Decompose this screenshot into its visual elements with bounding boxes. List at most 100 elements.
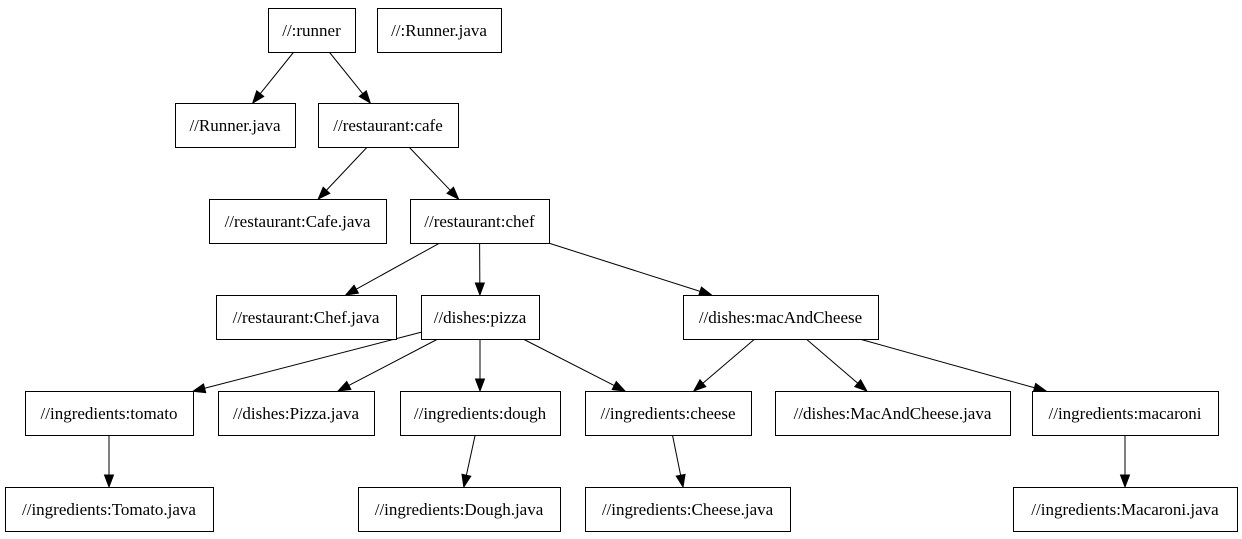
node-label: //ingredients:Cheese.java: [602, 500, 774, 519]
node-label: //Runner.java: [189, 116, 281, 135]
node-box: [585, 391, 752, 436]
arrowhead-icon: [358, 89, 372, 105]
edge-line: [805, 338, 859, 384]
edge-ingredients-cheese-to-ingredients-cheese-java: [671, 434, 686, 489]
node-label: //ingredients:Tomato.java: [22, 500, 196, 519]
node-restaurant-chef-java: //restaurant:Chef.java: [216, 295, 397, 340]
arrowhead-icon: [675, 473, 686, 489]
arrowhead-icon: [103, 474, 115, 489]
node-root-runner-java: //:Runner.java: [377, 8, 502, 53]
node-box: [377, 8, 502, 53]
edge-line: [356, 242, 440, 290]
edge-line: [348, 338, 439, 386]
node-box: [209, 199, 387, 244]
node-box: [683, 295, 879, 340]
node-ingredients-cheese-java: //ingredients:Cheese.java: [585, 487, 791, 532]
node-label: //dishes:macAndCheese: [699, 308, 862, 327]
edge-dishes-pizza-to-ingredients-cheese: [522, 338, 627, 392]
node-box: [318, 103, 459, 148]
edge-ingredients-tomato-to-ingredients-tomato-java: [103, 435, 115, 489]
edge-line: [522, 338, 615, 386]
edge-restaurant-chef-to-dishes-pizza: [474, 242, 486, 297]
edge-line: [259, 51, 295, 94]
arrowhead-icon: [461, 473, 472, 489]
node-label: //:runner: [282, 21, 341, 40]
edge-restaurant-chef-to-dishes-macandcheese: [548, 242, 713, 297]
edge-line: [465, 434, 476, 476]
edge-line: [408, 146, 451, 191]
edge-runner-to-restaurant-cafe: [328, 51, 372, 105]
node-label: //:Runner.java: [391, 21, 487, 40]
node-box: [358, 487, 561, 532]
node-ingredients-macaroni: //ingredients:macaroni: [1032, 391, 1219, 436]
edge-dishes-macandcheese-to-dishes-macandcheese-java: [805, 338, 868, 392]
arrowhead-icon: [344, 284, 360, 296]
node-ingredients-cheese: //ingredients:cheese: [585, 391, 752, 436]
edge-line: [328, 51, 364, 94]
arrowhead-icon: [611, 380, 627, 392]
edge-line: [671, 434, 682, 476]
edge-dishes-macandcheese-to-ingredients-cheese: [692, 338, 756, 392]
node-label: //ingredients:Dough.java: [375, 500, 544, 519]
node-label: //ingredients:macaroni: [1049, 404, 1202, 423]
node-ingredients-dough-java: //ingredients:Dough.java: [358, 487, 561, 532]
edge-line: [702, 338, 756, 384]
node-box: [775, 391, 1011, 436]
node-label: //restaurant:Chef.java: [233, 308, 380, 327]
edge-runner-to-runner-java: [251, 51, 295, 105]
edge-line: [326, 146, 368, 191]
arrowhead-icon: [446, 186, 460, 201]
edge-ingredients-dough-to-ingredients-dough-java: [461, 434, 476, 489]
node-label: //restaurant:Cafe.java: [225, 212, 371, 231]
edge-dishes-pizza-to-ingredients-dough: [474, 339, 486, 393]
arrowhead-icon: [251, 89, 265, 105]
arrowhead-icon: [336, 380, 352, 392]
node-restaurant-cafe-java: //restaurant:Cafe.java: [209, 199, 387, 244]
edge-dishes-pizza-to-ingredients-tomato: [191, 331, 422, 394]
arrowhead-icon: [1032, 382, 1048, 393]
arrowhead-icon: [1119, 474, 1131, 489]
arrowhead-icon: [474, 378, 486, 393]
arrowhead-icon: [698, 286, 713, 297]
node-box: [25, 391, 194, 436]
node-box: [1032, 391, 1219, 436]
node-dishes-macandcheese-java: //dishes:MacAndCheese.java: [775, 391, 1011, 436]
node-box: [268, 8, 356, 53]
node-box: [218, 391, 375, 436]
arrowhead-icon: [853, 378, 868, 392]
node-box: [5, 487, 214, 532]
arrowhead-icon: [474, 282, 486, 297]
node-box: [175, 103, 296, 148]
node-label: //ingredients:Macaroni.java: [1031, 500, 1219, 519]
arrowhead-icon: [692, 378, 707, 392]
edge-restaurant-cafe-to-restaurant-cafe-java: [317, 146, 368, 201]
edge-restaurant-chef-to-restaurant-chef-java: [344, 242, 440, 296]
node-label: //ingredients:dough: [414, 404, 547, 423]
node-box: [216, 295, 397, 340]
node-ingredients-macaroni-java: //ingredients:Macaroni.java: [1013, 487, 1238, 532]
node-dishes-macandcheese: //dishes:macAndCheese: [683, 295, 879, 340]
node-box: [410, 199, 550, 244]
edge-line: [204, 331, 422, 389]
node-runner-java: //Runner.java: [175, 103, 296, 148]
node-box: [1013, 487, 1238, 532]
edge-restaurant-cafe-to-restaurant-chef: [408, 146, 460, 201]
node-label: //restaurant:chef: [424, 212, 535, 231]
node-ingredients-dough: //ingredients:dough: [400, 391, 561, 436]
node-runner: //:runner: [268, 8, 356, 53]
edge-dishes-pizza-to-dishes-pizza-java: [336, 338, 439, 392]
arrowhead-icon: [191, 383, 207, 394]
node-dishes-pizza-java: //dishes:Pizza.java: [218, 391, 375, 436]
node-restaurant-cafe: //restaurant:cafe: [318, 103, 459, 148]
node-ingredients-tomato: //ingredients:tomato: [25, 391, 194, 436]
node-restaurant-chef: //restaurant:chef: [410, 199, 550, 244]
node-label: //dishes:Pizza.java: [233, 404, 360, 423]
node-dishes-pizza: //dishes:pizza: [421, 295, 540, 340]
edge-ingredients-macaroni-to-ingredients-macaroni-java: [1119, 435, 1131, 489]
node-label: //restaurant:cafe: [333, 116, 443, 135]
node-box: [421, 295, 540, 340]
node-label: //dishes:pizza: [434, 308, 527, 327]
edge-line: [548, 242, 701, 292]
